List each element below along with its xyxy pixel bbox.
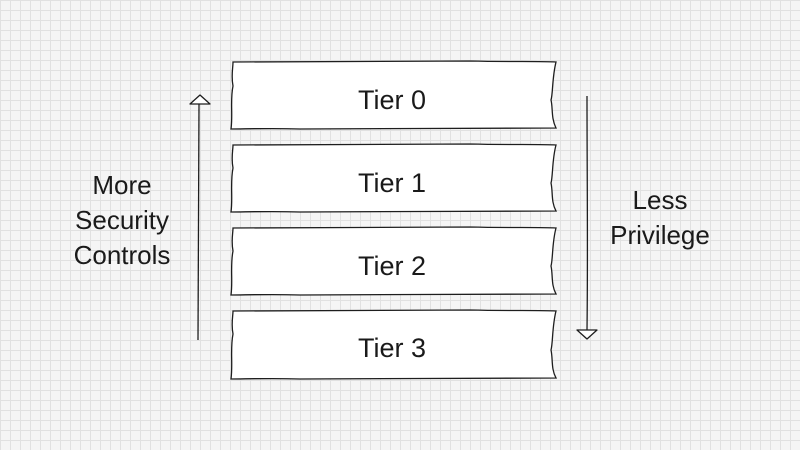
less-privilege-label: Less Privilege: [610, 185, 710, 250]
tier-box-3: [230, 309, 558, 380]
tier-label-3: Tier 3: [357, 333, 426, 363]
tier-label-0: Tier 0: [357, 85, 426, 115]
tier-box-2: [230, 226, 558, 296]
tier-box-1: [230, 143, 558, 213]
tier-label-1: Tier 1: [357, 168, 426, 198]
tier-box-0: [230, 60, 558, 130]
more-security-controls-label: More Security Controls: [73, 170, 171, 270]
down-arrow-icon: [576, 95, 598, 340]
up-arrow-icon: [189, 94, 211, 341]
tier-label-2: Tier 2: [357, 251, 426, 281]
